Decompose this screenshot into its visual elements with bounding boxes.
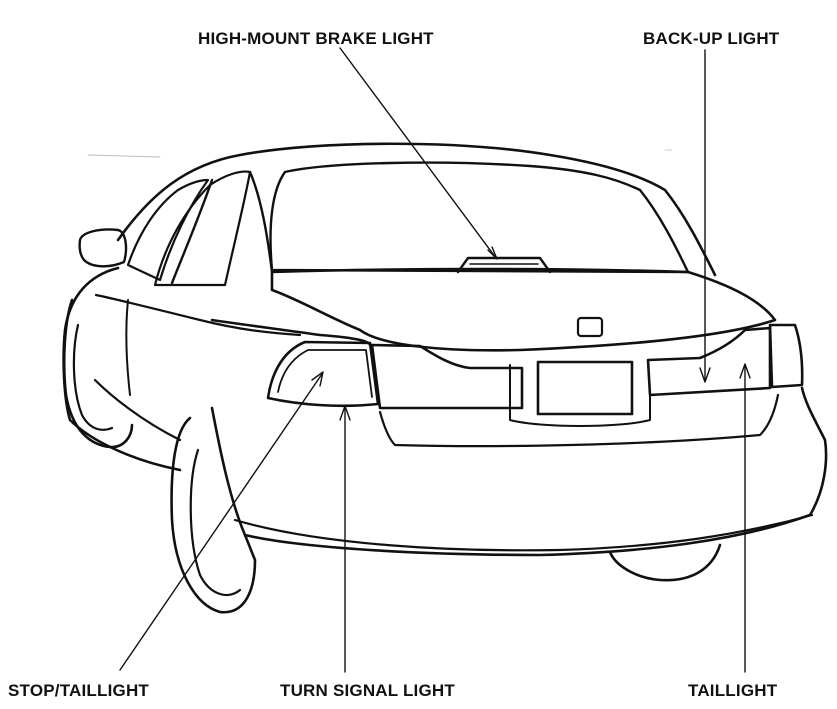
- label-back-up-light: BACK-UP LIGHT: [643, 29, 780, 48]
- trunk-lid: [270, 267, 777, 352]
- right-trunk-lamp: [646, 326, 772, 397]
- left-trunk-lamp: [370, 343, 524, 410]
- right-outer-lamp: [768, 323, 804, 389]
- license-plate: [536, 360, 634, 416]
- body-side-crease: [94, 293, 302, 337]
- scan-mark: [87, 154, 161, 158]
- leader-turn-signal-arrowhead: [339, 405, 351, 421]
- trunk-emblem: [576, 316, 604, 338]
- rear-side-window: [153, 170, 252, 287]
- rear-quarter: [210, 318, 372, 347]
- front-side-window: [126, 178, 210, 282]
- leader-high-mount-brake-light: [339, 47, 497, 259]
- side-mirror: [78, 228, 128, 268]
- left-rear-wheel-inner: [189, 448, 242, 597]
- body-side: [62, 266, 182, 472]
- label-taillight: TAILLIGHT: [688, 681, 778, 700]
- leader-high-mount-arrowhead: [487, 246, 498, 260]
- high-mount-brake-light: [456, 256, 552, 274]
- left-tail-light: [266, 340, 380, 408]
- label-turn-signal-light: TURN SIGNAL LIGHT: [280, 681, 455, 700]
- left-front-wheel: [62, 298, 134, 449]
- rear-window: [269, 161, 690, 274]
- rear-bumper: [210, 386, 828, 557]
- leader-back-up-arrowhead: [699, 367, 711, 383]
- left-rear-wheel: [170, 416, 257, 614]
- window-pillar: [170, 178, 214, 285]
- left-front-wheel-inner: [72, 323, 114, 431]
- plate-recess: [509, 364, 651, 427]
- door-line: [125, 299, 131, 396]
- leader-stop-taillight-arrowhead: [311, 371, 324, 387]
- left-tail-light-inner: [277, 349, 373, 398]
- roof-outline: [116, 142, 717, 277]
- rocker-line: [93, 378, 182, 442]
- c-pillar: [248, 170, 274, 274]
- bumper-lower-line: [233, 513, 814, 552]
- label-high-mount-brake-light: HIGH-MOUNT BRAKE LIGHT: [198, 29, 434, 48]
- label-stop-taillight: STOP/TAILLIGHT: [8, 681, 149, 700]
- right-rear-wheel: [608, 543, 722, 582]
- leader-taillight-arrowhead: [739, 363, 751, 379]
- leader-stop-taillight: [119, 373, 323, 671]
- bumper-top-line: [378, 393, 780, 448]
